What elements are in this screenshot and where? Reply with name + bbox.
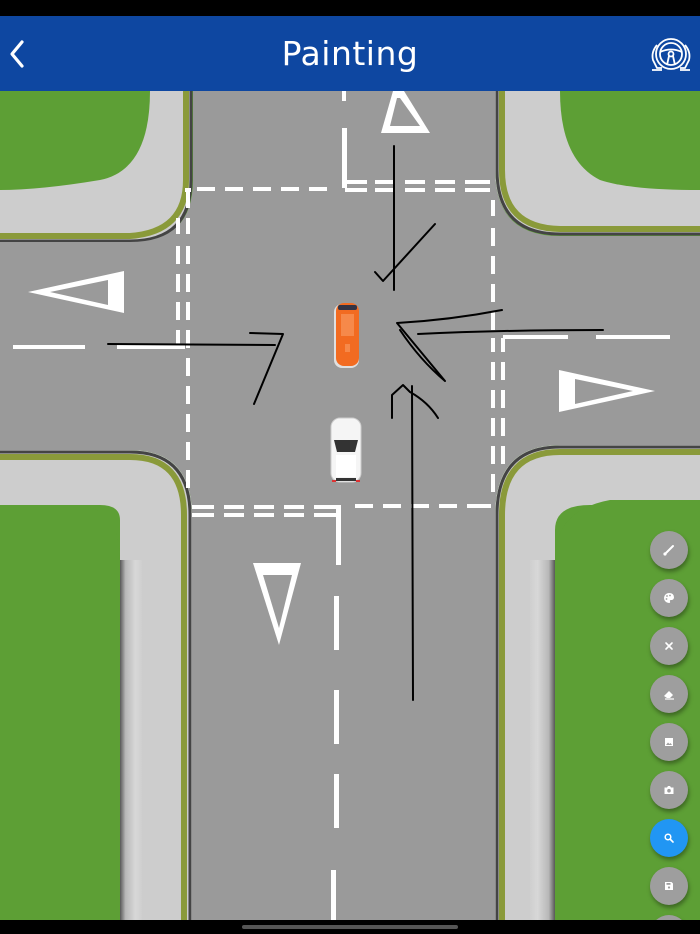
intersection-map [0, 91, 700, 920]
clear-button[interactable] [650, 627, 688, 665]
car-vehicle [330, 417, 362, 483]
image-button[interactable] [650, 723, 688, 761]
share-button[interactable] [650, 915, 688, 920]
save-button[interactable] [650, 867, 688, 905]
camera-icon [664, 786, 674, 794]
save-icon [665, 882, 673, 890]
bus-vehicle [334, 303, 359, 368]
close-icon [665, 642, 673, 650]
stroke-west-arrow [107, 332, 284, 405]
driving-logo-button[interactable] [648, 34, 694, 74]
steering-wheel-hands-icon [651, 38, 691, 71]
camera-button[interactable] [650, 771, 688, 809]
stroke-north-arrow [391, 384, 439, 701]
drawing-canvas[interactable] [0, 91, 700, 920]
palette-button[interactable] [650, 579, 688, 617]
eraser-button[interactable] [650, 675, 688, 713]
stroke-east-arrow [396, 309, 604, 382]
image-icon [665, 738, 673, 746]
app-bar: Painting [0, 16, 700, 91]
eraser-icon [664, 691, 674, 700]
back-button[interactable] [4, 36, 34, 72]
chevron-left-icon [10, 40, 24, 68]
zoom-button[interactable] [650, 819, 688, 857]
brush-icon [663, 545, 674, 556]
drawing-strokes [107, 145, 604, 701]
status-bar [0, 0, 700, 16]
stroke-checkmark [374, 223, 436, 282]
navigation-bar [0, 920, 700, 934]
palette-icon [664, 593, 674, 603]
brush-button[interactable] [650, 531, 688, 569]
page-title: Painting [281, 34, 419, 73]
home-indicator[interactable] [242, 925, 458, 929]
search-icon [664, 833, 674, 843]
